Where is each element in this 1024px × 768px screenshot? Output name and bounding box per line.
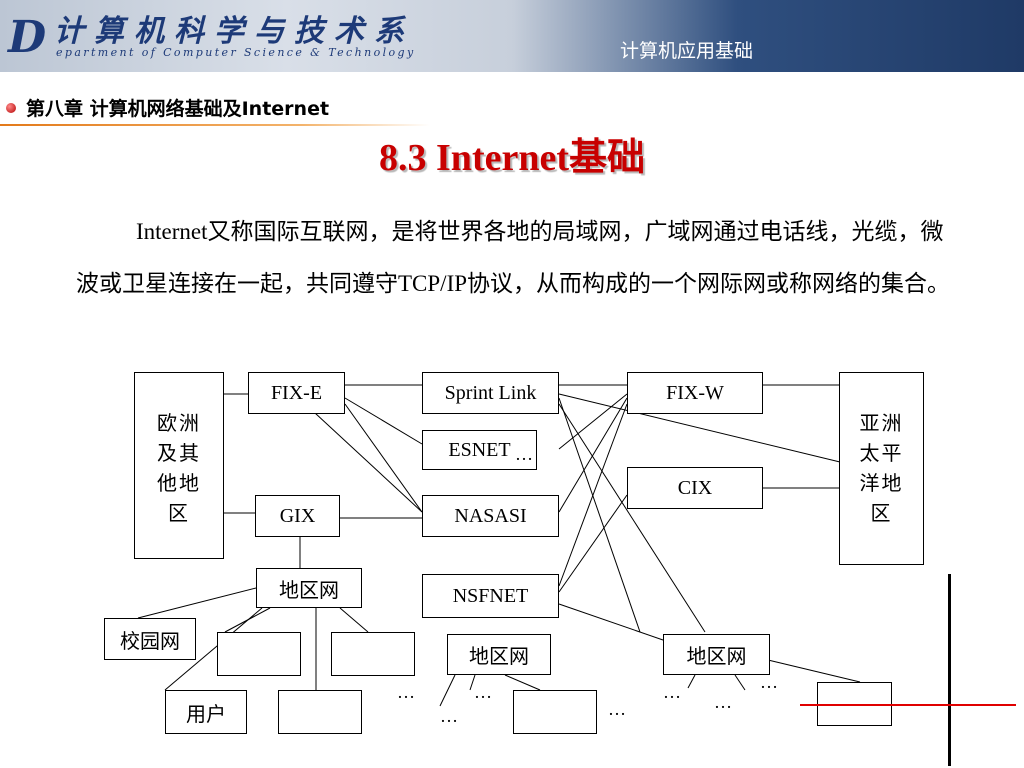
link-fixw-nasasi (558, 397, 628, 513)
header-banner: D 计算机科学与技术系 epartment of Computer Scienc… (0, 0, 1024, 72)
course-title: 计算机应用基础 (620, 40, 754, 62)
nasasi-node: NASASI (422, 495, 559, 537)
ellipsis-mid-2: … (474, 682, 492, 702)
link-fixe-esnet (344, 397, 423, 445)
intro-paragraph: Internet又称国际互联网，是将世界各地的局域网，广域网通过电话线，光缆，微… (76, 219, 951, 296)
link-rightregion-b (734, 674, 746, 691)
sprint-link-node: Sprint Link (422, 372, 559, 414)
fix-w-label: FIX-W (666, 381, 724, 404)
link-sprint-asia (558, 393, 841, 463)
ellipsis-right-1: … (663, 682, 681, 702)
title-rule (0, 124, 430, 126)
esnet-node: ESNET (422, 430, 537, 470)
link-region-box2 (339, 607, 369, 633)
link-midregion-b (469, 674, 476, 691)
link-fixe-nasasi-2 (314, 412, 423, 513)
nsfnet-label: NSFNET (452, 584, 529, 607)
asia-node: 亚洲太平洋地区 (839, 372, 924, 565)
accent-horizontal-line (800, 704, 1016, 706)
ellipsis-right-3: … (760, 672, 778, 692)
link-fixw-esnet (558, 393, 628, 450)
asia-label: 亚洲太平洋地区 (859, 413, 904, 525)
europe-label: 欧洲及其他地区 (157, 413, 201, 525)
region-right-label: 地区网 (686, 646, 747, 668)
link-sprint-region-2 (558, 397, 641, 633)
blank-node-4 (513, 690, 597, 734)
cix-label: CIX (677, 476, 713, 499)
region-right-node: 地区网 (663, 634, 770, 675)
gix-label: GIX (279, 504, 316, 527)
fix-e-label: FIX-E (270, 381, 323, 404)
sprint-link-label: Sprint Link (444, 381, 537, 404)
dept-name-en: epartment of Computer Science & Technolo… (56, 46, 416, 59)
link-region-campus (137, 587, 257, 619)
link-cix-nsfnet (558, 494, 628, 593)
region-left-label: 地区网 (279, 579, 339, 602)
esnet-label: ESNET (448, 438, 511, 461)
ellipsis-esnet: … (515, 444, 533, 464)
link-midregion-c (504, 674, 541, 691)
slide-title: 8.3 Internet基础 (379, 137, 645, 179)
ellipsis-mid-1: … (397, 682, 415, 702)
blank-node-1 (217, 632, 301, 676)
fix-w-node: FIX-W (627, 372, 763, 414)
ellipsis-mid-4: … (608, 699, 626, 719)
link-midregion-a (439, 674, 456, 707)
link-fixe-nasasi (344, 403, 423, 513)
blank-node-2 (331, 632, 415, 676)
link-sprint-region (558, 403, 706, 633)
region-mid-node: 地区网 (447, 634, 551, 675)
chapter-heading: 第八章 计算机网络基础及Internet (6, 94, 329, 121)
region-left-node: 地区网 (256, 568, 362, 608)
ellipsis-mid-3: … (440, 706, 458, 726)
link-rightregion-c (767, 659, 861, 683)
link-rightregion-a (687, 674, 696, 689)
nasasi-label: NASASI (454, 504, 527, 527)
campus-label: 校园网 (120, 630, 180, 653)
user-node: 用户 (165, 690, 247, 734)
user-label: 用户 (186, 703, 226, 726)
link-nsfnet-region (558, 603, 664, 641)
campus-node: 校园网 (104, 618, 196, 660)
europe-node: 欧洲及其他地区 (134, 372, 224, 559)
nsfnet-node: NSFNET (422, 574, 559, 618)
link-fixw-nsfnet (558, 403, 628, 587)
chapter-label: 第八章 计算机网络基础及Internet (26, 98, 330, 120)
link-region-user (164, 607, 263, 691)
dept-logo: D (8, 12, 47, 63)
blank-node-3 (278, 690, 362, 734)
gix-node: GIX (255, 495, 340, 537)
accent-vertical-line (948, 574, 951, 766)
region-mid-label: 地区网 (469, 646, 529, 668)
fix-e-node: FIX-E (248, 372, 345, 414)
dept-name-cn: 计算机科学与技术系 (54, 14, 414, 49)
cix-node: CIX (627, 467, 763, 509)
bullet-icon (6, 102, 16, 113)
ellipsis-right-2: … (714, 692, 732, 712)
